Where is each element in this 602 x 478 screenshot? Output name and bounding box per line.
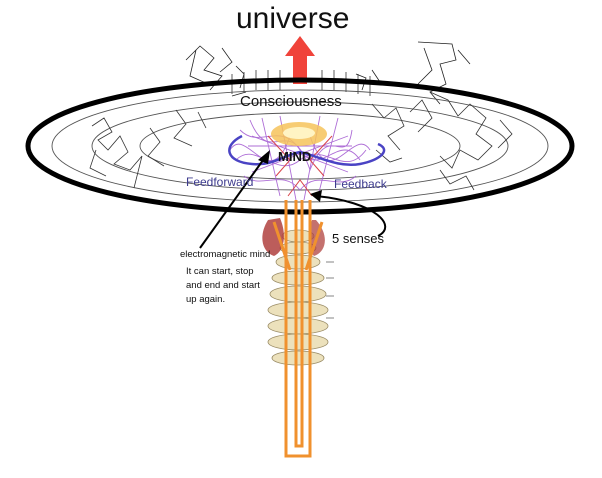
label-feedback: Feedback bbox=[334, 177, 387, 191]
up-arrow bbox=[285, 36, 315, 84]
scribbles-top bbox=[185, 41, 471, 105]
neural-web bbox=[229, 115, 371, 201]
label-em-mind-note: It can start, stop and end and start up … bbox=[186, 266, 260, 305]
label-electromagnetic-mind: electromagnetic mind bbox=[180, 249, 271, 260]
label-mind: MIND bbox=[278, 149, 312, 164]
spine-column bbox=[262, 218, 334, 366]
inner-rings bbox=[51, 89, 549, 203]
glow-core bbox=[283, 127, 315, 139]
title-universe: universe bbox=[236, 2, 350, 35]
senses-arrow bbox=[310, 190, 387, 237]
consciousness-disc bbox=[25, 77, 575, 215]
feedback-loop bbox=[228, 134, 386, 167]
scribbles-inner bbox=[89, 91, 513, 191]
red-accents bbox=[267, 135, 333, 197]
label-5-senses: 5 senses bbox=[332, 231, 385, 246]
mind-arrow bbox=[199, 150, 270, 249]
label-consciousness: Consciousness bbox=[240, 93, 342, 110]
label-feedforward: Feedforward bbox=[186, 175, 254, 189]
spinal-cord-tube bbox=[272, 200, 324, 458]
